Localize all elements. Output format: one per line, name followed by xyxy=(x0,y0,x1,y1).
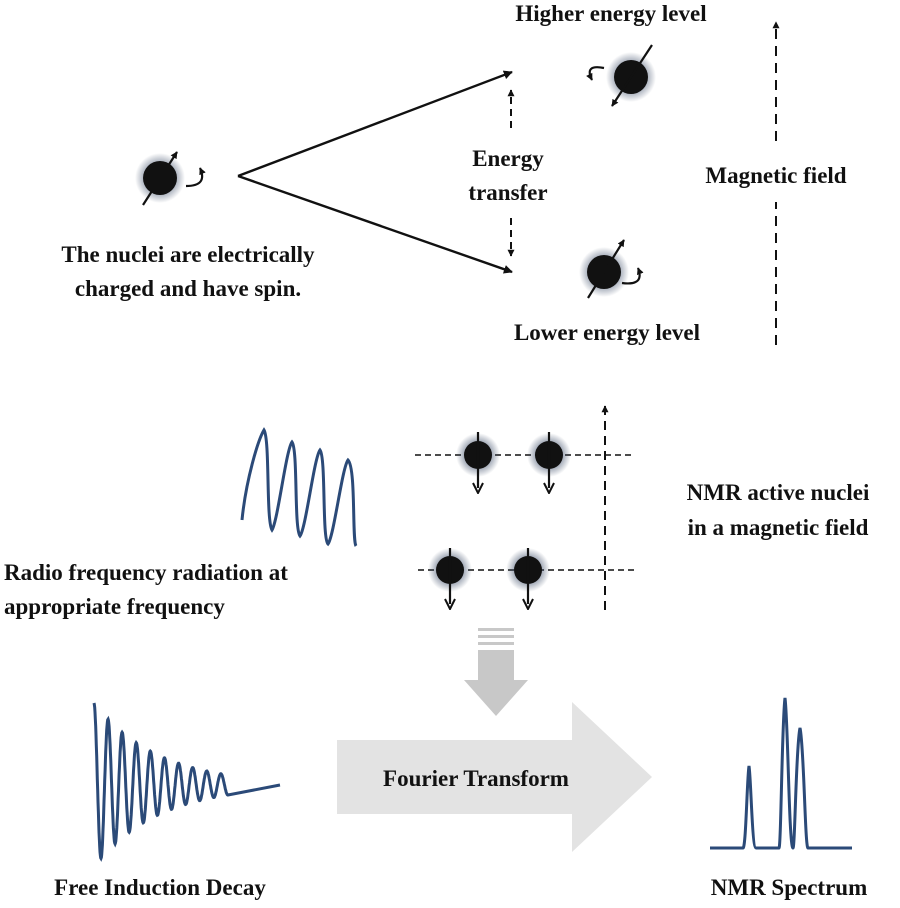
nucleus-level-lower-2 xyxy=(506,548,550,604)
branch-down-arrow xyxy=(237,174,513,274)
nmr-spectrum-label: NMR Spectrum xyxy=(711,875,868,900)
nmr-active-label-line2: in a magnetic field xyxy=(688,515,869,540)
energy-transfer-label-1: Energy xyxy=(472,146,544,171)
magnetic-field-label: Magnetic field xyxy=(705,163,846,188)
energy-transfer-label-2: transfer xyxy=(468,180,547,205)
rf-label-line2: appropriate frequency xyxy=(4,594,225,619)
nucleus-lower-energy xyxy=(579,239,644,299)
rf-label-line1: Radio frequency radiation at xyxy=(4,560,288,585)
nucleus-level-upper-2 xyxy=(527,432,571,488)
higher-energy-label: Higher energy level xyxy=(515,1,706,26)
radio-frequency-wave xyxy=(240,427,358,547)
nucleus-higher-energy xyxy=(586,44,656,107)
nuclei-description-line1: The nuclei are electrically xyxy=(61,242,315,267)
nucleus-level-lower-1 xyxy=(428,548,472,604)
fourier-transform-arrow xyxy=(337,702,652,852)
lower-energy-label: Lower energy level xyxy=(514,320,700,345)
nucleus-spin-left xyxy=(135,151,206,206)
branch-up-arrow xyxy=(237,70,513,178)
nucleus-level-upper-1 xyxy=(456,432,500,488)
magnetic-field-label-gap xyxy=(680,146,870,202)
nuclei-description-line2: charged and have spin. xyxy=(75,276,301,301)
free-induction-decay-wave xyxy=(92,702,281,862)
nmr-spectrum-line xyxy=(710,697,852,850)
fourier-transform-label: Fourier Transform xyxy=(383,766,569,791)
gray-down-arrow xyxy=(464,628,528,716)
fid-label: Free Induction Decay xyxy=(54,875,266,900)
nmr-active-label-line1: NMR active nuclei xyxy=(687,480,870,505)
